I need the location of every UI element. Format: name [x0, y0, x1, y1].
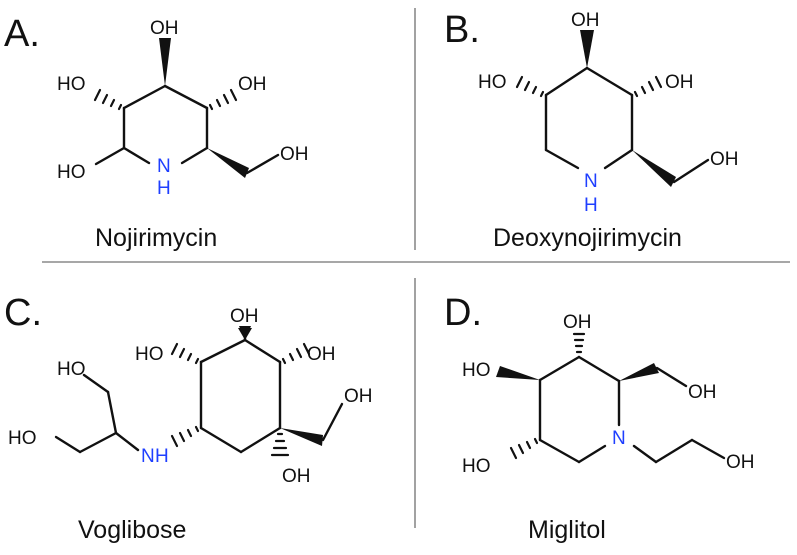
- hash-bond-c-nh: [170, 425, 200, 448]
- atom-ho-left-c: HO: [135, 344, 164, 365]
- panel-a: A.: [4, 13, 309, 252]
- compound-name-c: Voglibose: [78, 516, 186, 544]
- atom-oh-top-b: OH: [571, 10, 600, 31]
- atom-ho-left-b: HO: [478, 72, 507, 93]
- atom-oh-down-c: OH: [282, 466, 311, 487]
- atom-oh-ch2-b: OH: [710, 149, 739, 170]
- atom-oh-right-b: OH: [665, 72, 694, 93]
- hash-bond-d-lower: [509, 437, 539, 460]
- atom-oh-ch2-c: OH: [344, 386, 373, 407]
- hash-bond-c-down: [270, 432, 290, 457]
- panel-letter-b: B.: [444, 9, 480, 51]
- atom-h-c: H: [155, 446, 169, 467]
- atom-ho-left-a: HO: [57, 74, 86, 95]
- atom-n-c: N: [141, 446, 155, 467]
- atom-n-d: N: [612, 428, 626, 449]
- hash-bond-b-right: [633, 75, 663, 98]
- atom-oh-top-d: OH: [563, 312, 592, 333]
- hash-bond-b-left: [515, 75, 545, 98]
- atom-n-a: N: [157, 156, 171, 177]
- atom-h-a: H: [157, 178, 171, 199]
- atom-oh-ch2-a: OH: [280, 144, 309, 165]
- hash-bond-d-top: [572, 332, 586, 354]
- atom-ho-chain-bottom-c: HO: [8, 428, 37, 449]
- compound-name-a: Nojirimycin: [95, 224, 217, 252]
- panel-letter-a: A.: [4, 13, 40, 55]
- miglitol-structure: OH HO OH HO N OH: [462, 312, 755, 477]
- atom-ho-lower-a: HO: [57, 162, 86, 183]
- voglibose-structure: OH HO OH OH OH N H HO HO: [8, 306, 373, 487]
- panel-letter-c: C.: [4, 292, 42, 334]
- compound-name-d: Miglitol: [528, 516, 606, 544]
- hash-bond-a-left: [93, 88, 123, 111]
- nojirimycin-structure: OH HO OH HO N H OH: [57, 18, 309, 199]
- atom-n-b: N: [584, 171, 598, 192]
- atom-h-b: H: [584, 195, 598, 216]
- atom-oh-top-a: OH: [150, 18, 179, 39]
- hash-bond-c-right: [281, 342, 311, 365]
- atom-oh-right-a: OH: [238, 74, 267, 95]
- panel-b: B.: [444, 9, 739, 252]
- deoxynojirimycin-structure: OH HO OH N H OH: [478, 10, 739, 216]
- atom-oh-chain-d: OH: [726, 452, 755, 473]
- hash-bond-a-right: [208, 88, 238, 111]
- hash-bond-c-left: [170, 342, 200, 365]
- compound-name-b: Deoxynojirimycin: [493, 224, 682, 252]
- atom-ho-chain-top-c: HO: [57, 359, 86, 380]
- atom-oh-right-c: OH: [307, 344, 336, 365]
- panel-d: D.: [444, 292, 755, 544]
- panel-c: C.: [4, 292, 373, 544]
- panel-letter-d: D.: [444, 292, 482, 334]
- atom-ho-left-d: HO: [462, 360, 491, 381]
- atom-oh-top-c: OH: [230, 306, 259, 327]
- atom-oh-ch2-d: OH: [688, 382, 717, 403]
- atom-ho-lower-d: HO: [462, 456, 491, 477]
